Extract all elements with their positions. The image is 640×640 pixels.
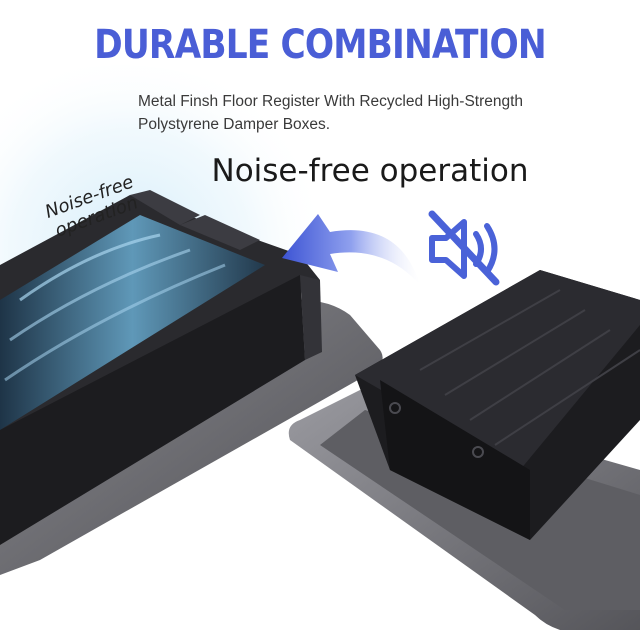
left-damper-box xyxy=(0,190,322,545)
right-damper-box xyxy=(355,270,640,540)
left-damper-blades xyxy=(0,215,265,430)
curved-arrow-icon xyxy=(282,214,420,285)
noise-free-heading: Noise-free operation xyxy=(211,153,529,189)
page-title: DURABLE COMBINATION xyxy=(94,22,547,68)
page-subtitle: Metal Finsh Floor Register With Recycled… xyxy=(138,93,524,133)
speaker-muted-icon xyxy=(428,210,500,286)
